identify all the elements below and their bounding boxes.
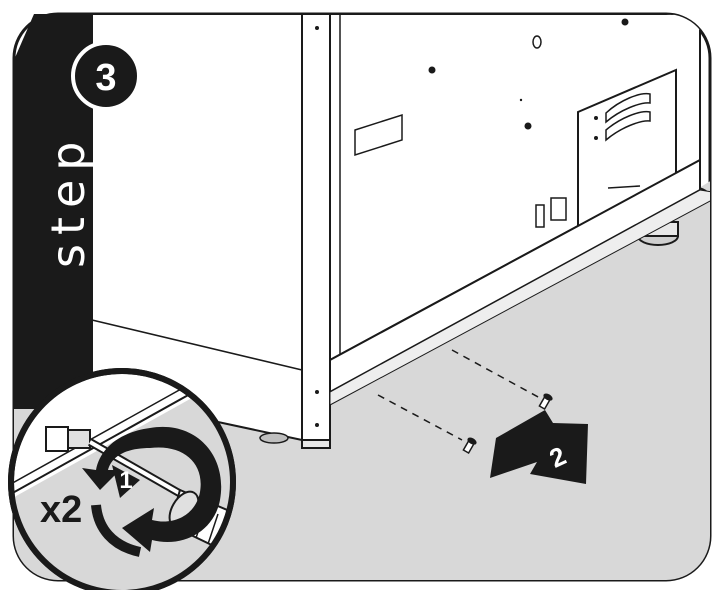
step-label: step xyxy=(41,132,95,268)
arrow-label-1: 1 xyxy=(119,467,132,494)
step-number: 3 xyxy=(95,57,116,99)
quantity-label: x2 xyxy=(40,489,82,531)
leveler-bolt xyxy=(46,427,90,451)
corner-post xyxy=(302,14,330,440)
front-foot xyxy=(302,440,330,448)
